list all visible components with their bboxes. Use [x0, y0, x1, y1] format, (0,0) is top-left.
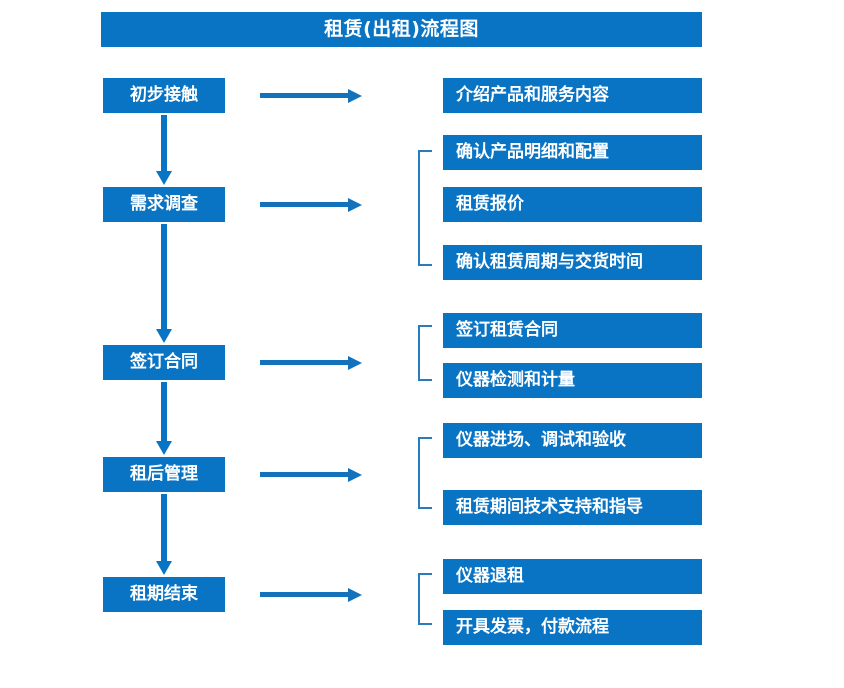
stage-box-5[interactable]: 租期结束 — [103, 577, 225, 612]
group-bracket-icon — [418, 437, 432, 509]
detail-label: 介绍产品和服务内容 — [456, 85, 609, 105]
stage-label: 初步接触 — [130, 85, 198, 105]
detail-label: 签订租赁合同 — [456, 320, 558, 340]
arrow-down-icon — [153, 115, 175, 185]
stage-box-3[interactable]: 签订合同 — [103, 345, 225, 380]
detail-box-4[interactable]: 确认租赁周期与交货时间 — [443, 245, 702, 280]
diagram-title-bar: 租赁(出租)流程图 — [101, 12, 702, 47]
arrow-right-icon — [260, 466, 362, 484]
detail-label: 仪器检测和计量 — [456, 370, 575, 390]
detail-box-2[interactable]: 确认产品明细和配置 — [443, 135, 702, 170]
detail-box-1[interactable]: 介绍产品和服务内容 — [443, 78, 702, 113]
detail-label: 仪器进场、调试和验收 — [456, 430, 626, 450]
detail-box-5[interactable]: 签订租赁合同 — [443, 313, 702, 348]
group-bracket-icon — [418, 573, 432, 625]
stage-box-4[interactable]: 租后管理 — [103, 457, 225, 492]
detail-label: 确认产品明细和配置 — [456, 142, 609, 162]
page-title: 租赁(出租)流程图 — [324, 18, 479, 40]
stage-label: 租后管理 — [130, 464, 198, 484]
detail-box-10[interactable]: 开具发票，付款流程 — [443, 610, 702, 645]
stage-box-2[interactable]: 需求调查 — [103, 187, 225, 222]
stage-label: 签订合同 — [130, 352, 198, 372]
detail-box-6[interactable]: 仪器检测和计量 — [443, 363, 702, 398]
detail-label: 确认租赁周期与交货时间 — [456, 252, 643, 272]
detail-label: 租赁报价 — [456, 194, 524, 214]
arrow-right-icon — [260, 586, 362, 604]
arrow-right-icon — [260, 354, 362, 372]
stage-label: 需求调查 — [130, 194, 198, 214]
detail-box-8[interactable]: 租赁期间技术支持和指导 — [443, 490, 702, 525]
detail-label: 租赁期间技术支持和指导 — [456, 497, 643, 517]
detail-label: 仪器退租 — [456, 566, 524, 586]
stage-label: 租期结束 — [130, 584, 198, 604]
group-bracket-icon — [418, 150, 432, 266]
arrow-right-icon — [260, 87, 362, 105]
detail-box-3[interactable]: 租赁报价 — [443, 187, 702, 222]
arrow-down-icon — [153, 224, 175, 343]
arrow-right-icon — [260, 196, 362, 214]
detail-box-7[interactable]: 仪器进场、调试和验收 — [443, 423, 702, 458]
stage-box-1[interactable]: 初步接触 — [103, 78, 225, 113]
detail-label: 开具发票，付款流程 — [456, 617, 609, 637]
arrow-down-icon — [153, 494, 175, 575]
arrow-down-icon — [153, 382, 175, 455]
detail-box-9[interactable]: 仪器退租 — [443, 559, 702, 594]
group-bracket-icon — [418, 325, 432, 381]
